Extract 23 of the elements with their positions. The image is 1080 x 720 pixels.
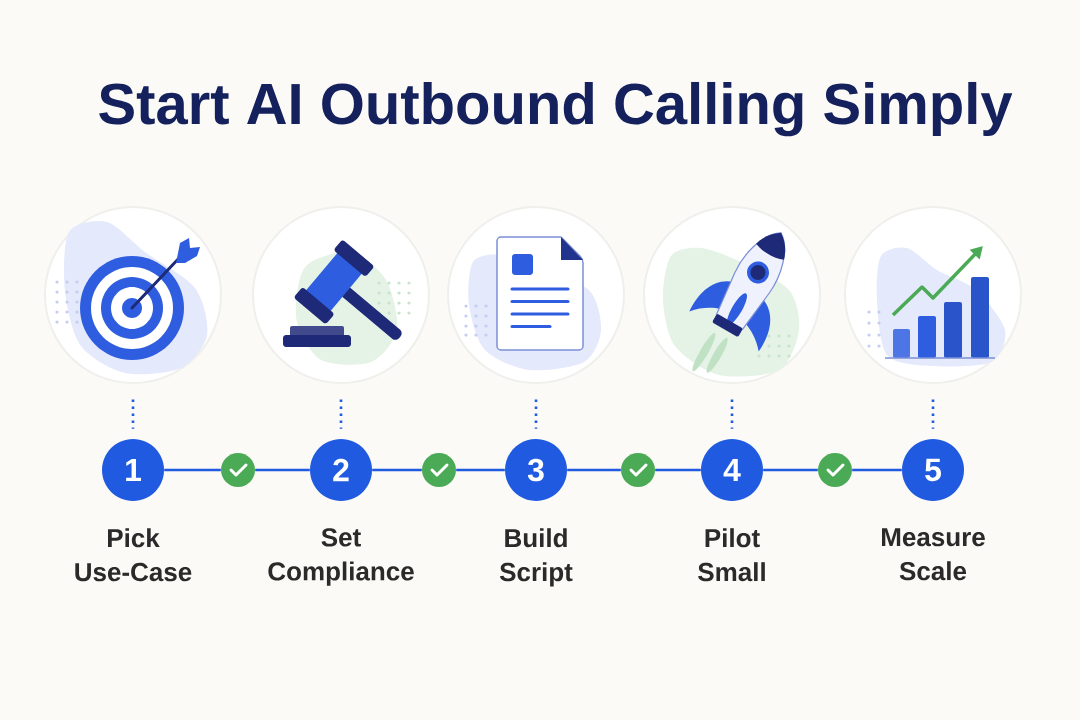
connector — [372, 468, 422, 472]
step-label: Pick Use-Case — [75, 528, 192, 582]
connector — [534, 399, 538, 429]
connector — [255, 468, 310, 472]
check-icon — [422, 453, 456, 487]
connector — [852, 468, 902, 472]
step-label: Measure Scale — [882, 528, 985, 581]
connector — [655, 468, 701, 472]
check-icon — [818, 453, 852, 487]
connector — [567, 468, 621, 472]
check-icon — [221, 453, 255, 487]
step-label: Pilot Small — [698, 528, 765, 582]
connector — [339, 399, 343, 429]
connector — [456, 468, 505, 472]
connector — [131, 399, 135, 429]
connector — [931, 399, 935, 429]
step-label: Set Compliance — [268, 528, 414, 586]
check-icon — [621, 453, 655, 487]
connector — [164, 468, 221, 472]
connector — [730, 399, 734, 429]
title: Start AI Outbound Calling Simply — [99, 81, 1013, 137]
connector — [763, 468, 818, 472]
step-label: Build Script — [499, 528, 573, 587]
